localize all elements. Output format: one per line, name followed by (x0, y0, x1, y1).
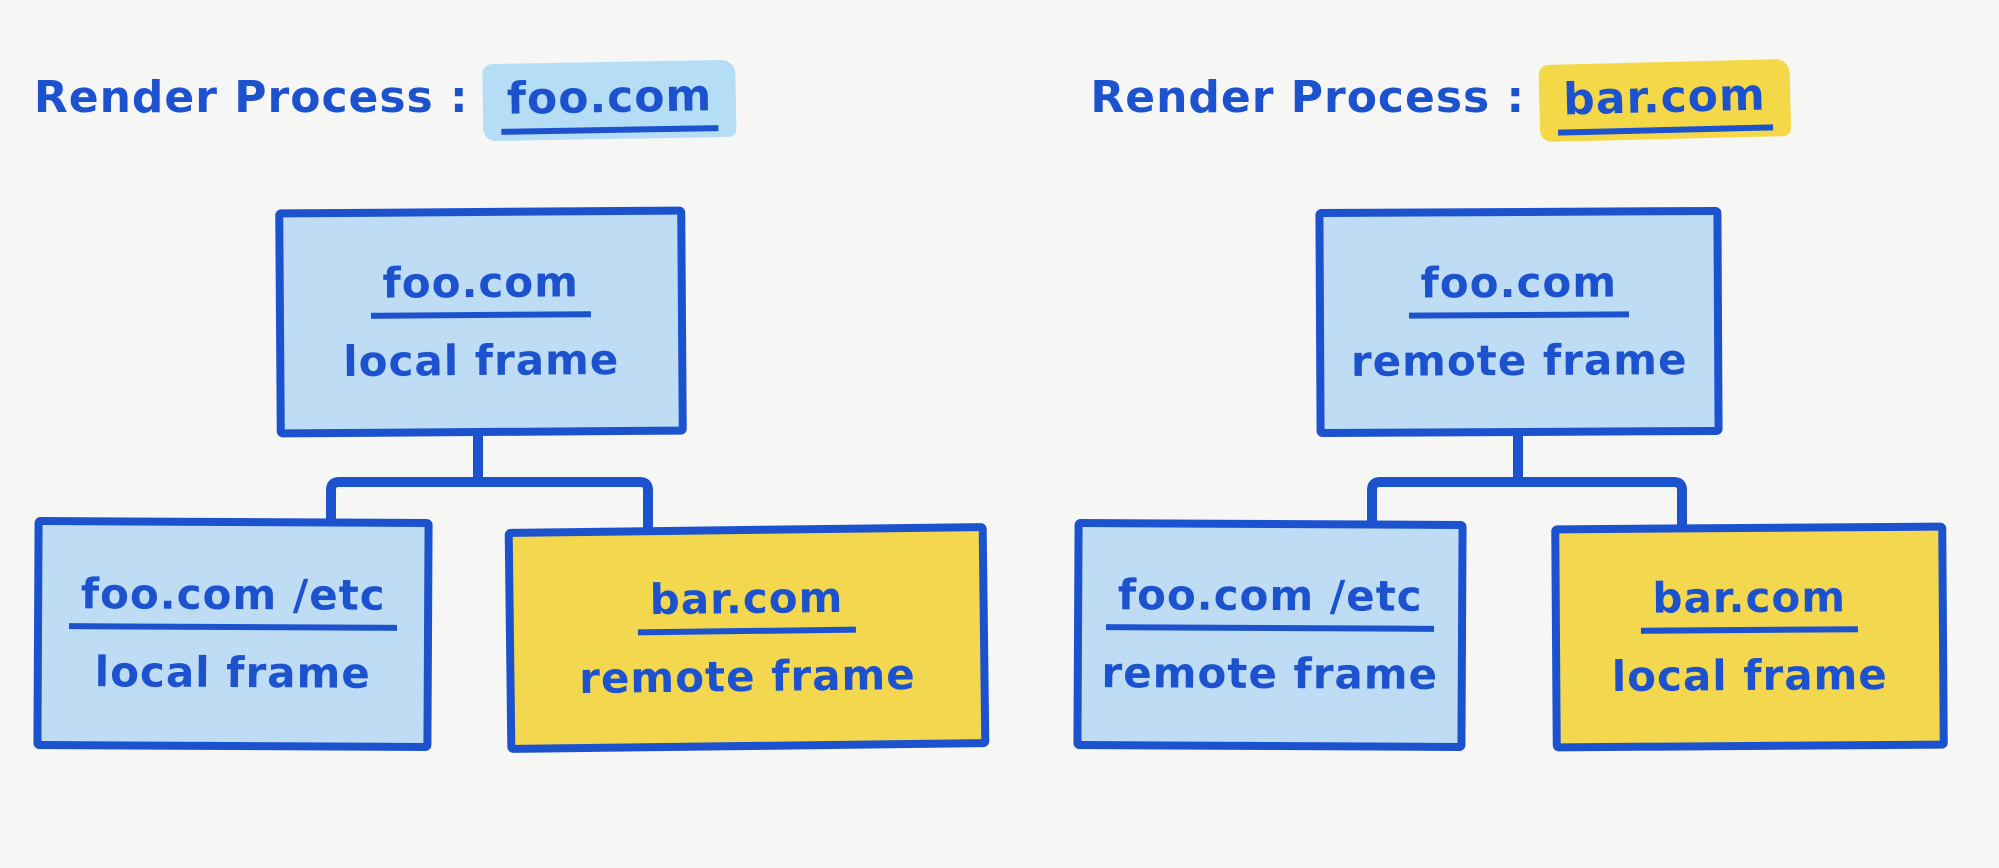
frame-type-label: remote frame (1101, 648, 1439, 699)
render-process-title-foo: Render Process : foo.com (33, 59, 737, 142)
process-domain-label: bar.com (1556, 69, 1773, 136)
frame-box-bar-remote: bar.com remote frame (504, 523, 990, 753)
frame-domain-label: foo.com /etc (68, 569, 398, 631)
frame-box-foo-root: foo.com local frame (275, 206, 687, 438)
frame-domain-label: foo.com (370, 257, 592, 319)
render-process-title-bar: Render Process : bar.com (1090, 58, 1791, 143)
frame-type-label: local frame (343, 335, 620, 386)
frame-type-label: local frame (94, 647, 371, 698)
process-domain-highlight: foo.com (482, 59, 737, 142)
frame-domain-label: bar.com (637, 573, 856, 636)
frame-domain-label: foo.com (1408, 257, 1630, 319)
frame-box-foo-root-remote: foo.com remote frame (1315, 206, 1723, 438)
frame-box-foo-etc: foo.com /etc local frame (33, 516, 433, 752)
frame-domain-label: bar.com (1640, 572, 1859, 634)
process-domain-highlight: bar.com (1538, 58, 1791, 143)
frame-box-bar-local: bar.com local frame (1551, 522, 1948, 752)
frame-type-label: remote frame (578, 649, 917, 704)
frame-type-label: remote frame (1350, 335, 1688, 386)
render-process-title-prefix: Render Process : (33, 72, 469, 123)
frame-box-foo-etc-remote: foo.com /etc remote frame (1073, 518, 1467, 752)
frame-domain-label: foo.com /etc (1105, 570, 1435, 632)
frame-type-label: local frame (1611, 650, 1888, 701)
process-domain-label: foo.com (500, 70, 719, 135)
render-process-title-prefix: Render Process : (1090, 72, 1526, 123)
